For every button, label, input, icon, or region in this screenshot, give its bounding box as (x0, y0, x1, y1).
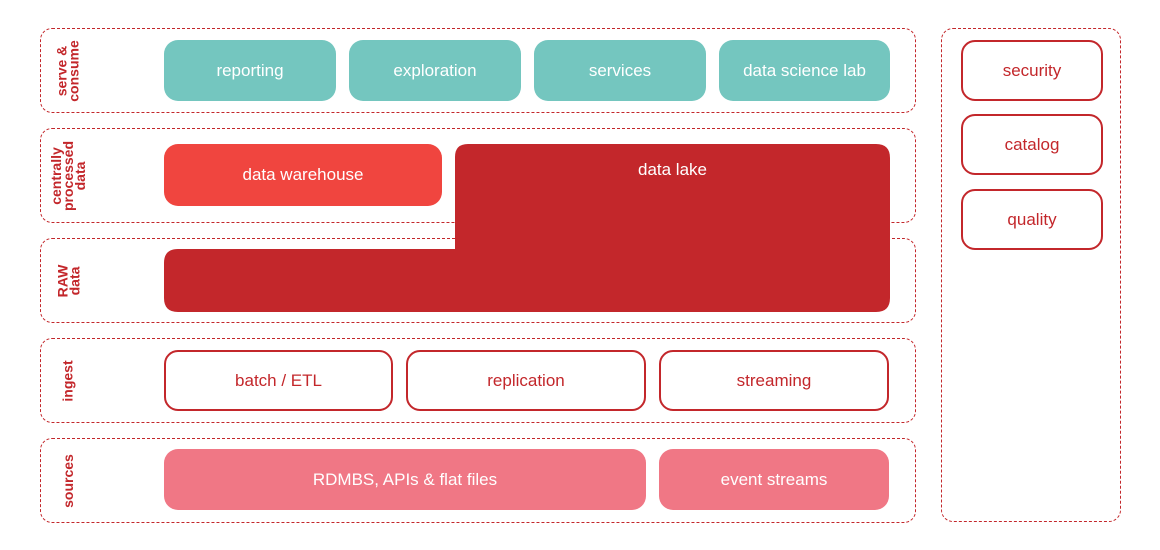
data-lake-label: data lake (638, 160, 707, 179)
catalog-box: catalog (961, 114, 1103, 175)
ingest-layer (40, 338, 916, 423)
streaming-box: streaming (659, 350, 889, 411)
quality-box: quality (961, 189, 1103, 250)
serve-consume-layer (40, 28, 916, 113)
data-warehouse-box: data warehouse (164, 144, 442, 206)
governance-panel (941, 28, 1121, 522)
batch-etl-box: batch / ETL (164, 350, 393, 411)
sources-layer (40, 438, 916, 523)
replication-box: replication (406, 350, 646, 411)
services-box: services (534, 40, 706, 101)
rdbms-apis-flat-files-box: RDMBS, APIs & flat files (164, 449, 646, 510)
exploration-box: exploration (349, 40, 521, 101)
security-box: security (961, 40, 1103, 101)
reporting-box: reporting (164, 40, 336, 101)
event-streams-box: event streams (659, 449, 889, 510)
data-science-lab-box: data science lab (719, 40, 890, 101)
